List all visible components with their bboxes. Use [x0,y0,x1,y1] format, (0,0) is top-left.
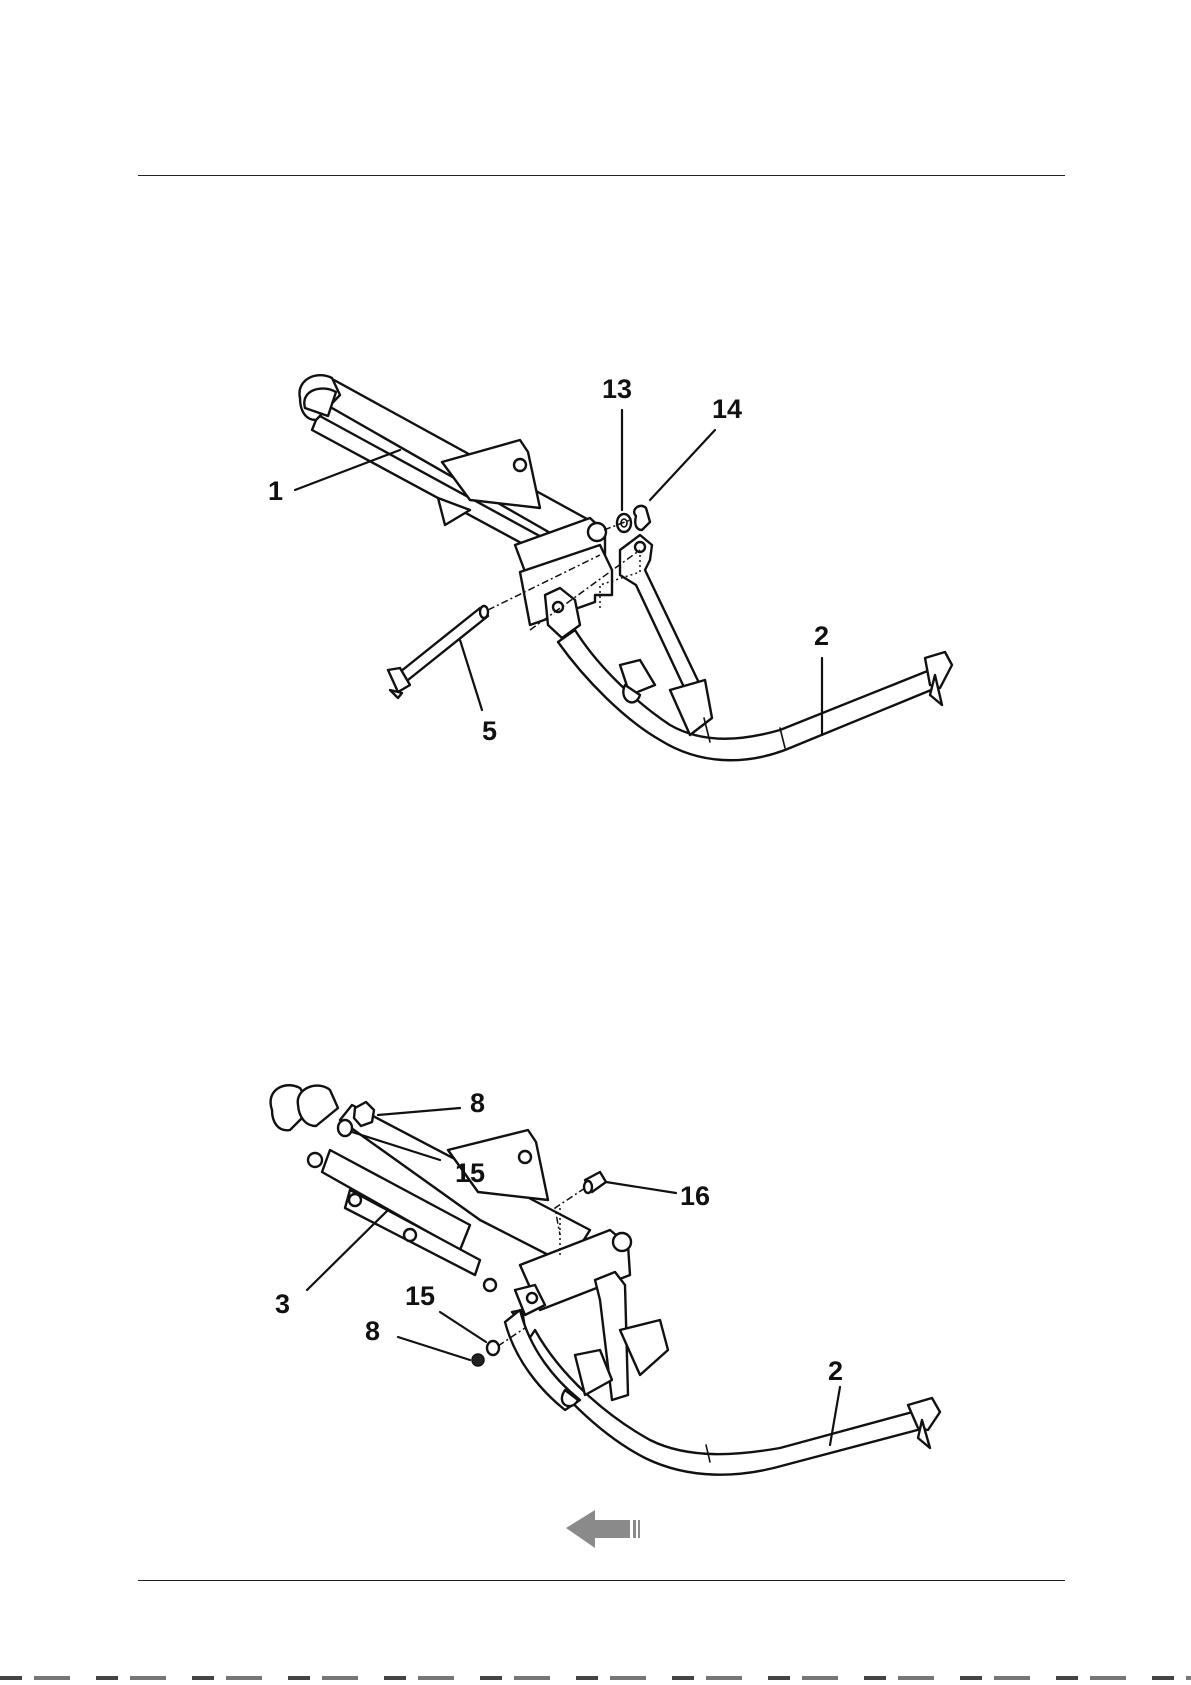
header-rule [138,175,1065,176]
callout-5: 5 [482,716,497,746]
callout-8-upper: 8 [470,1088,485,1118]
part-15-washer-lower [487,1341,499,1355]
footer-strip [0,1668,1191,1685]
callout-3: 3 [275,1289,290,1319]
leader-16 [606,1182,676,1193]
callout-16: 16 [680,1181,710,1211]
callout-2: 2 [828,1356,843,1386]
leader-8-upper [378,1108,460,1115]
callout-8-lower: 8 [365,1316,380,1346]
leader-14 [650,430,715,500]
arrow-left-icon [566,1510,640,1548]
part-8-nut-upper [354,1102,374,1126]
part-16-bolt [584,1172,606,1193]
callout-15-upper: 15 [455,1158,485,1188]
footer-rule [138,1580,1065,1581]
callout-15-lower: 15 [405,1281,435,1311]
callout-13: 13 [602,374,632,404]
part-8-nut-lower [472,1354,484,1366]
part-2-frame-tube [505,1272,940,1475]
leader-3 [307,1210,388,1290]
callout-14: 14 [712,394,742,424]
callout-1: 1 [268,476,283,506]
callout-2: 2 [814,621,829,651]
leader-8-lower [398,1337,470,1360]
exploded-diagram-top: 1 13 14 5 2 [0,340,1191,840]
exploded-diagram-bottom: 8 15 16 3 15 8 2 [0,1060,1191,1560]
leader-5 [460,640,482,710]
leader-15-lower [440,1312,486,1342]
part-15-washer-upper [338,1120,352,1136]
part-14-nut [634,506,650,530]
